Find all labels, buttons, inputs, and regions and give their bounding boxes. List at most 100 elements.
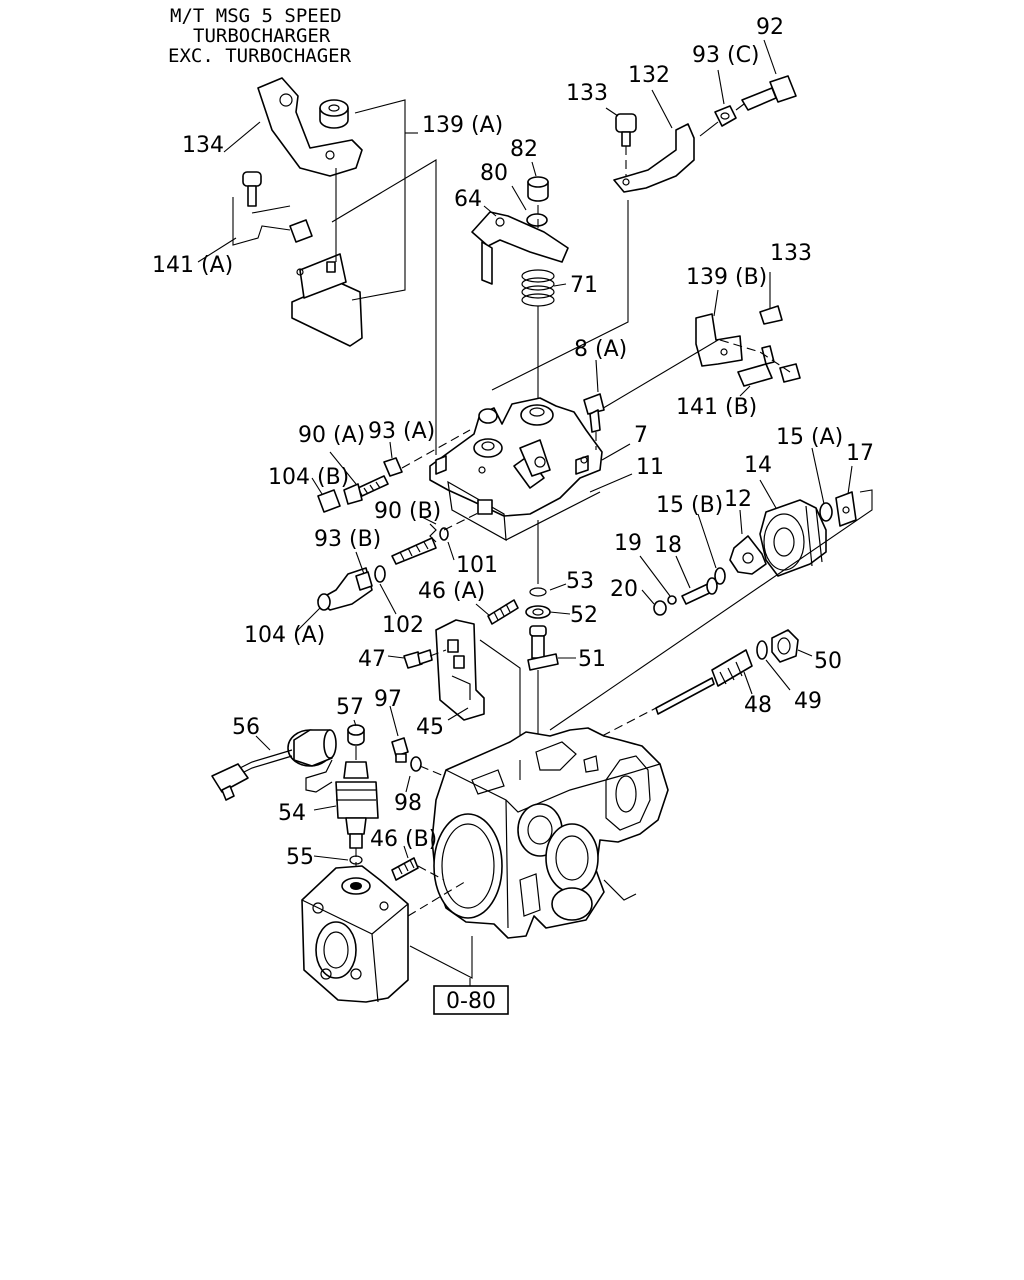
header-line-1: M/T MSG 5 SPEED	[170, 5, 342, 27]
label-93c: 93 (C)	[692, 43, 760, 68]
bracket-132	[613, 123, 695, 193]
reference-box: 0-80	[433, 985, 509, 1015]
nut-82	[527, 176, 549, 202]
bracket-139b	[695, 313, 743, 367]
shaft-48	[655, 649, 753, 715]
label-132: 132	[628, 63, 670, 88]
bracket-141a-base	[291, 253, 363, 347]
reference-label: 0-80	[446, 989, 496, 1014]
label-93b: 93 (B)	[314, 527, 381, 552]
label-92: 92	[756, 15, 784, 40]
label-82: 82	[510, 137, 538, 162]
plug-97	[391, 737, 409, 763]
nut-139a	[319, 99, 349, 129]
label-80: 80	[480, 161, 508, 186]
nut-93a	[383, 457, 403, 477]
bracket-141b	[737, 345, 801, 387]
label-141a: 141 (A)	[152, 253, 233, 278]
label-90a: 90 (A)	[298, 423, 365, 448]
label-11: 11	[636, 455, 664, 480]
part-number-labels: 92 93 (C) 132 133 134 139 (A) 82 80 64 1…	[152, 15, 874, 870]
label-50: 50	[814, 649, 842, 674]
spring-46b	[391, 857, 419, 881]
label-53: 53	[566, 569, 594, 594]
flange	[301, 865, 409, 1003]
sensor-56	[211, 729, 337, 801]
label-139a: 139 (A)	[422, 113, 503, 138]
lever-64	[471, 211, 569, 285]
label-12: 12	[724, 487, 752, 512]
label-49: 49	[794, 689, 822, 714]
label-55: 55	[286, 845, 314, 870]
pump-housing	[431, 727, 669, 939]
bolt-47	[403, 649, 433, 669]
label-46b: 46 (B)	[370, 827, 437, 852]
bolt-141a	[242, 171, 313, 243]
label-133-right: 133	[770, 241, 812, 266]
label-93a: 93 (A)	[368, 419, 435, 444]
label-104b: 104 (B)	[268, 465, 349, 490]
label-139b: 139 (B)	[686, 265, 767, 290]
label-7: 7	[634, 423, 648, 448]
label-20: 20	[610, 577, 638, 602]
label-90b: 90 (B)	[374, 499, 441, 524]
nut-50	[771, 629, 799, 663]
bolt-92	[741, 75, 797, 111]
switch-45	[435, 619, 485, 721]
label-56: 56	[232, 715, 260, 740]
washer-52	[525, 605, 551, 619]
gear-14	[759, 499, 827, 577]
bolt-133-top	[615, 113, 637, 147]
label-71: 71	[570, 273, 598, 298]
cap-90a	[343, 483, 363, 505]
label-19: 19	[614, 531, 642, 556]
diagram-header: M/T MSG 5 SPEED TURBOCHARGER EXC. TURBOC…	[168, 5, 352, 67]
screw-90b	[391, 537, 437, 565]
cam-12	[729, 535, 767, 575]
spring-71	[521, 269, 555, 307]
washer-102	[374, 565, 386, 583]
plate-17	[835, 491, 857, 527]
label-18: 18	[654, 533, 682, 558]
oring-101	[439, 527, 449, 541]
label-17: 17	[846, 441, 874, 466]
nut-93c	[714, 105, 737, 127]
label-57: 57	[336, 695, 364, 720]
label-48: 48	[744, 693, 772, 718]
cap-104b	[317, 489, 341, 513]
label-14: 14	[744, 453, 772, 478]
clip-19	[667, 595, 677, 605]
spring-46a	[487, 599, 519, 625]
nut-57	[347, 724, 365, 746]
label-46a: 46 (A)	[418, 579, 485, 604]
label-45: 45	[416, 715, 444, 740]
washer-49	[756, 640, 768, 660]
label-101: 101	[456, 553, 498, 578]
label-52: 52	[570, 603, 598, 628]
label-97: 97	[374, 687, 402, 712]
label-64: 64	[454, 187, 482, 212]
washer-15b	[714, 567, 726, 585]
label-104a: 104 (A)	[244, 623, 325, 648]
bolt-133-right	[759, 305, 783, 325]
washer-80	[526, 213, 548, 227]
governor-cover-7	[429, 397, 603, 542]
label-141b: 141 (B)	[676, 395, 757, 420]
solenoid-54	[335, 761, 379, 849]
label-15a: 15 (A)	[776, 425, 843, 450]
label-98: 98	[394, 791, 422, 816]
header-line-3: EXC. TURBOCHAGER	[168, 45, 352, 67]
washer-20	[653, 600, 667, 616]
label-134: 134	[182, 133, 224, 158]
bracket-134	[257, 77, 363, 177]
label-15b: 15 (B)	[656, 493, 723, 518]
screw-90a	[357, 475, 389, 497]
washer-15a	[819, 502, 833, 522]
screw-8a	[583, 393, 605, 433]
nut-93b	[355, 571, 373, 591]
pin-18	[681, 577, 718, 605]
header-line-2: TURBOCHARGER	[193, 25, 331, 47]
label-51: 51	[578, 647, 606, 672]
spring-clip	[429, 523, 437, 543]
